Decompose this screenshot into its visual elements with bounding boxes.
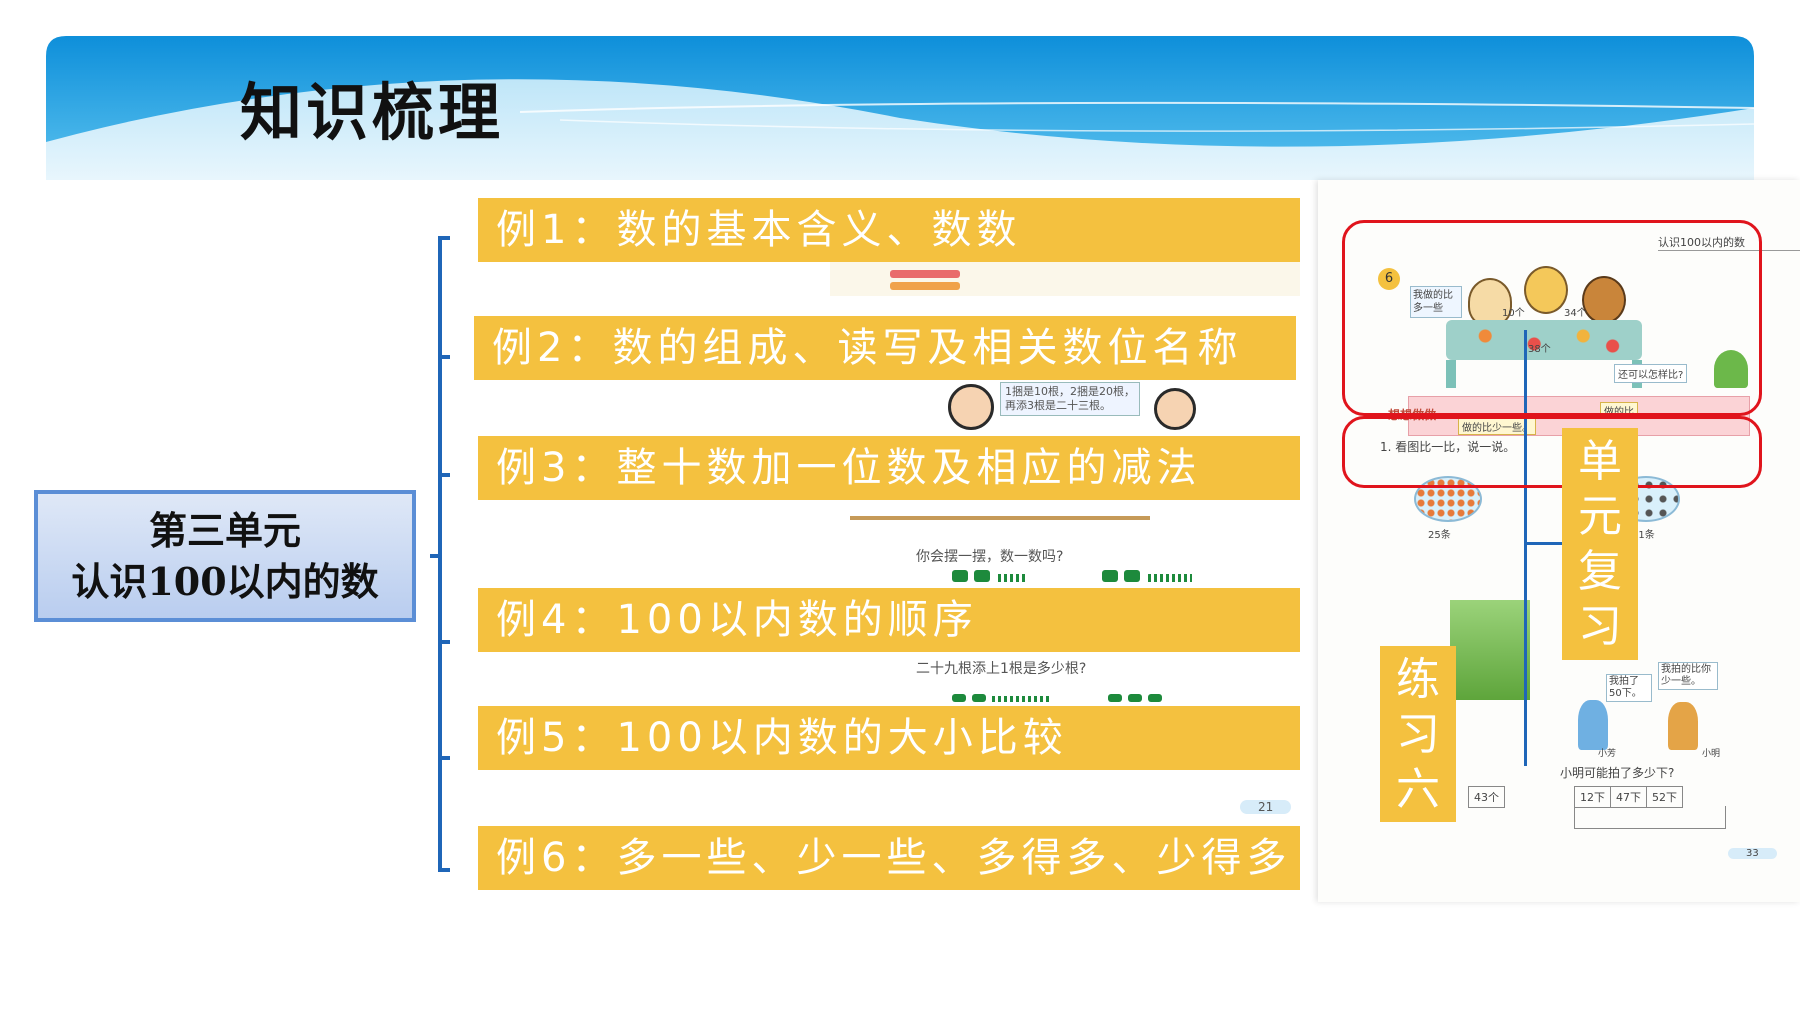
topic-example-3: 例3：整十数加一位数及相应的减法 <box>478 436 1300 500</box>
textbook-header: 认识100以内的数 <box>1658 236 1745 249</box>
tag-practice-char-2: 习 <box>1396 708 1440 760</box>
textbook-choices: 12下 47下 52下 <box>1574 786 1683 808</box>
textbook-bowl-a-label: 25条 <box>1428 530 1451 541</box>
topic-example-2: 例2：数的组成、读写及相关数位名称 <box>474 316 1296 380</box>
textbook-left-choice: 43个 <box>1468 786 1505 808</box>
textbook-choice-1: 12下 <box>1575 787 1611 807</box>
textbook-count-10: 10个 <box>1502 308 1525 319</box>
slide-title: 知识梳理 <box>240 76 505 149</box>
textbook-connector-arm <box>1524 542 1564 545</box>
textbook-bubble-a: 我拍了50下。 <box>1606 674 1652 702</box>
textbook-header-rule <box>1658 250 1800 251</box>
textbook-forest <box>1450 600 1530 700</box>
tag-practice-char-1: 练 <box>1396 653 1440 705</box>
textbook-name-b: 小明 <box>1702 749 1721 759</box>
textbook-boy <box>1668 702 1698 750</box>
textbook-speech-compare: 还可以怎样比? <box>1614 364 1688 383</box>
textbook-question-2: 二十九根添上1根是多少根? <box>916 661 1087 677</box>
textbook-choice-boxes <box>1574 806 1726 829</box>
topic-example-6: 例6：多一些、少一些、多得多、少得多 <box>478 826 1300 890</box>
textbook-bubble-b: 我拍的比你少一些。 <box>1658 662 1718 690</box>
topic-example-1: 例1：数的基本含义、数数 <box>478 198 1300 262</box>
tag-unit-review: 单 元 复 习 <box>1562 428 1638 660</box>
tag-unit-review-char-3: 复 <box>1578 546 1622 597</box>
textbook-circle-number: 6 <box>1378 268 1400 290</box>
highlight-frame-top <box>1342 220 1762 416</box>
textbook-page-number-left: 21 <box>1240 800 1292 814</box>
textbook-illustration-kids: 1捆是10根，2捆是20根，再添3根是二十三根。 <box>940 378 1200 430</box>
textbook-sticks-row-2 <box>952 694 1192 704</box>
textbook-count-34: 34个 <box>1564 308 1587 319</box>
textbook-choice-3: 52下 <box>1652 791 1677 804</box>
unit-title: 第三单元 <box>148 507 301 553</box>
textbook-choice-2: 47下 <box>1611 787 1647 807</box>
textbook-bowl-b-label: 11条 <box>1632 530 1655 541</box>
textbook-girl <box>1578 700 1608 750</box>
textbook-question-1: 你会摆一摆，数一数吗? <box>916 549 1064 565</box>
textbook-count-38: 38个 <box>1528 344 1551 355</box>
textbook-question: 小明可能拍了多少下? <box>1560 766 1675 780</box>
textbook-speech-more: 我做的比多一些 <box>1410 286 1462 318</box>
textbook-connector-line <box>1524 330 1527 766</box>
header-banner <box>46 36 1755 200</box>
textbook-exercise-1: 1. 看图比一比，说一说。 <box>1380 440 1516 454</box>
textbook-shelf <box>850 516 1150 520</box>
tag-unit-review-char-2: 元 <box>1578 491 1622 542</box>
textbook-cat-illustration <box>1468 278 1512 326</box>
textbook-name-a: 小芳 <box>1598 749 1617 759</box>
textbook-rabbit-illustration <box>1524 266 1568 314</box>
textbook-strip-1 <box>830 262 1300 296</box>
unit-subtitle: 认识100以内的数 <box>71 559 379 604</box>
tag-practice-six: 练 习 六 <box>1380 646 1456 822</box>
textbook-sticks-row-1 <box>952 570 1192 582</box>
textbook-flowers-table <box>1446 320 1642 360</box>
textbook-page-number-right: 33 <box>1728 848 1777 859</box>
tag-practice-char-3: 六 <box>1396 763 1440 815</box>
textbook-plant <box>1714 350 1748 388</box>
tag-unit-review-char-4: 习 <box>1578 601 1622 652</box>
topic-example-4: 例4：100以内数的顺序 <box>478 588 1300 652</box>
highlight-frame-bottom <box>1342 416 1762 488</box>
topic-example-5: 例5：100以内数的大小比较 <box>478 706 1300 770</box>
unit-box: 第三单元 认识100以内的数 <box>34 490 416 622</box>
topics-bracket <box>430 236 450 872</box>
textbook-bubble: 1捆是10根，2捆是20根，再添3根是二十三根。 <box>1000 382 1140 416</box>
tag-unit-review-char-1: 单 <box>1578 436 1622 487</box>
